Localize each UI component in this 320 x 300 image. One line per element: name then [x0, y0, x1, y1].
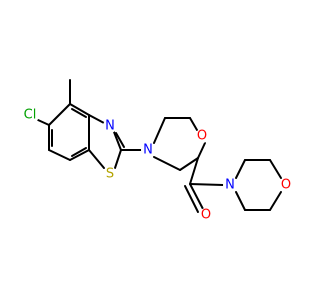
- molecule-structure: Cl N S N O O N O: [21, 79, 292, 223]
- bond-line: [114, 149, 122, 169]
- thiazole-sulfur-label: S: [106, 167, 114, 182]
- bond-line: [153, 117, 166, 144]
- bond-line: [48, 149, 71, 161]
- bond-line: [189, 183, 224, 186]
- amide-morpholine-nitrogen-label: N: [225, 178, 235, 193]
- bond-line: [189, 183, 204, 210]
- bond-line: [88, 114, 105, 124]
- bond-line: [115, 132, 125, 148]
- bond-line: [269, 191, 282, 211]
- chlorine-atom-label: Cl: [24, 108, 37, 123]
- morpholine-ring-nitrogen-label: N: [143, 143, 153, 158]
- bond-line: [37, 119, 50, 126]
- bond-line: [71, 108, 87, 118]
- bond-line: [69, 149, 90, 161]
- amide-morpholine-oxygen-label: O: [281, 178, 291, 193]
- bond-line: [235, 191, 246, 211]
- bond-line: [88, 149, 105, 169]
- bond-line: [184, 185, 199, 213]
- bond-line: [269, 159, 282, 179]
- bond-line: [179, 157, 199, 171]
- bond-line: [197, 142, 206, 159]
- carbonyl-oxygen-label: O: [201, 208, 211, 223]
- bond-line: [235, 159, 246, 179]
- bond-line: [113, 131, 122, 151]
- atom-label-layer: Cl N S N O O N O: [21, 106, 291, 223]
- bond-line: [69, 103, 90, 116]
- morpholine-ring-oxygen-label: O: [197, 129, 207, 144]
- bond-line: [153, 156, 181, 171]
- bond-line: [189, 117, 198, 131]
- bond-layer: [37, 79, 282, 213]
- bond-line: [189, 157, 199, 185]
- bond-line: [71, 147, 87, 157]
- bond-line: [48, 103, 71, 126]
- thiazole-nitrogen-label: N: [105, 119, 115, 134]
